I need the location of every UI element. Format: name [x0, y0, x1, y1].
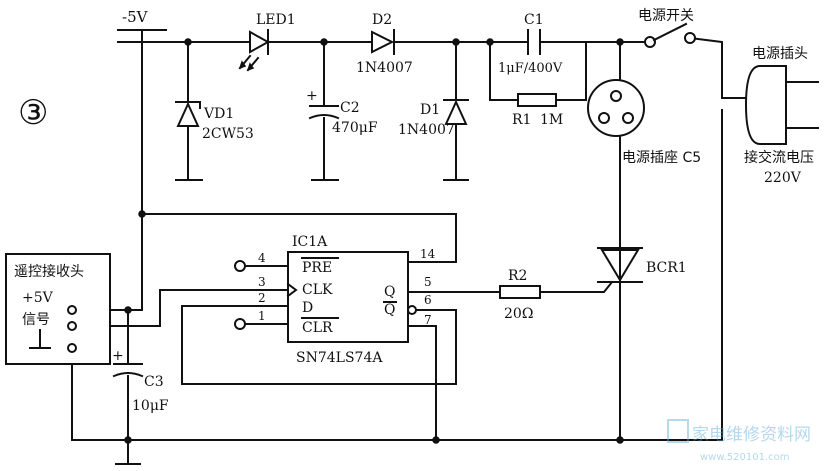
r2-symbol	[499, 285, 541, 299]
power-switch-symbol	[644, 22, 696, 48]
junction-dots	[124, 38, 624, 444]
d1-part: 1N4007	[398, 122, 455, 138]
pin-4-number: 4	[258, 251, 266, 265]
ic-part: SN74LS74A	[296, 350, 383, 366]
pin-6-number: 6	[424, 293, 432, 307]
vd1-part: 2CW53	[202, 126, 254, 142]
pin-clk-label: CLK	[302, 282, 333, 298]
receiver-title: 遥控接收头	[14, 263, 84, 280]
pin-d-label: D	[302, 300, 313, 316]
watermark: 家电维修资料网 www.520101.com	[667, 419, 811, 463]
r1-ref: R1	[512, 112, 531, 128]
pin-q-label: Q	[384, 284, 395, 300]
receiver-signal: 信号	[22, 312, 50, 328]
pin-pre-label: PRE	[302, 260, 332, 276]
d2-symbol	[371, 29, 395, 55]
c2-value: 470μF	[332, 120, 378, 136]
pin-clr-label: CLR	[302, 320, 333, 336]
c1-ref: C1	[524, 12, 544, 28]
d1-symbol	[443, 99, 469, 125]
pin-2-number: 2	[258, 291, 266, 305]
watermark-url: www.520101.com	[700, 452, 790, 463]
plug-label: 电源插头	[752, 46, 808, 62]
svg-text:+: +	[112, 348, 124, 364]
svg-text:+: +	[306, 88, 318, 104]
supply-label: -5V	[122, 8, 149, 26]
wires	[71, 29, 749, 465]
ac-voltage-label-2: 220V	[764, 170, 802, 186]
figure-label: ③	[18, 93, 48, 133]
c3-symbol: +	[112, 348, 144, 378]
c2-ref: C2	[340, 100, 360, 116]
ic1a-box	[234, 251, 417, 343]
r1-symbol	[517, 93, 557, 107]
c3-ref: C3	[144, 374, 164, 390]
pin-14-number: 14	[420, 247, 436, 261]
ic-ref: IC1A	[292, 234, 328, 250]
receiver-5v: +5V	[22, 290, 54, 306]
plug-symbol	[744, 65, 819, 145]
d2-part: 1N4007	[356, 60, 413, 76]
r1-value: 1M	[540, 112, 563, 128]
pin-3-number: 3	[258, 275, 266, 289]
socket-label: 电源插座 C5	[622, 150, 701, 166]
receiver-box	[5, 253, 111, 365]
vd1-symbol	[175, 101, 201, 127]
c1-value: 1μF/400V	[498, 61, 563, 76]
pin-1-number: 1	[258, 309, 266, 323]
c2-symbol: +	[306, 88, 340, 120]
d1-ref: D1	[420, 102, 440, 118]
led1-label: LED1	[256, 12, 296, 28]
r2-value: 20Ω	[504, 306, 533, 322]
c1-symbol	[527, 29, 541, 55]
watermark-text: 家电维修资料网	[692, 425, 811, 445]
pin-5-number: 5	[424, 275, 432, 289]
led1-symbol	[238, 29, 271, 72]
vd1-ref: VD1	[203, 106, 234, 122]
socket-symbol	[587, 79, 645, 137]
c3-value: 10μF	[132, 398, 169, 414]
pin-7-number: 7	[424, 313, 432, 327]
ac-voltage-label-1: 接交流电压	[744, 149, 814, 166]
bcr1-symbol	[597, 247, 643, 284]
bcr1-label: BCR1	[646, 260, 687, 276]
r2-ref: R2	[508, 268, 527, 284]
switch-label: 电源开关	[638, 8, 694, 24]
d2-ref: D2	[372, 12, 392, 28]
pin-qbar-label: Q	[384, 302, 395, 318]
